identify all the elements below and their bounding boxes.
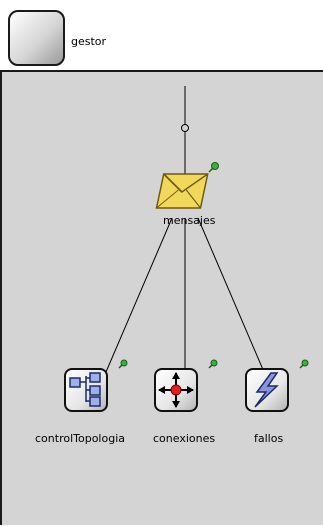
gate-marker — [181, 124, 189, 132]
lightning-bolt-icon[interactable] — [245, 368, 289, 412]
gestor-module-icon[interactable] — [8, 10, 65, 66]
connection-mensajes-fallos — [197, 217, 265, 373]
envelope-icon[interactable] — [155, 158, 225, 214]
connection-lines — [105, 86, 265, 373]
topology-tree-icon[interactable] — [64, 368, 108, 412]
submodule-label-controlTopologia: controlTopologia — [35, 432, 125, 445]
pin-icon — [208, 162, 219, 173]
submodule-label-mensajes: mensajes — [163, 214, 216, 227]
submodule-label-conexiones: conexiones — [153, 432, 216, 445]
connection-mensajes-controlTopologia — [105, 217, 173, 373]
pin-icon — [299, 359, 309, 369]
crossroads-arrows-icon[interactable] — [154, 368, 198, 412]
network-canvas: mensajes controlTopologia — [0, 70, 323, 525]
gestor-label: gestor — [71, 35, 107, 48]
pin-icon — [208, 359, 218, 369]
submodule-label-fallos: fallos — [254, 432, 284, 445]
pin-icon — [118, 359, 128, 369]
